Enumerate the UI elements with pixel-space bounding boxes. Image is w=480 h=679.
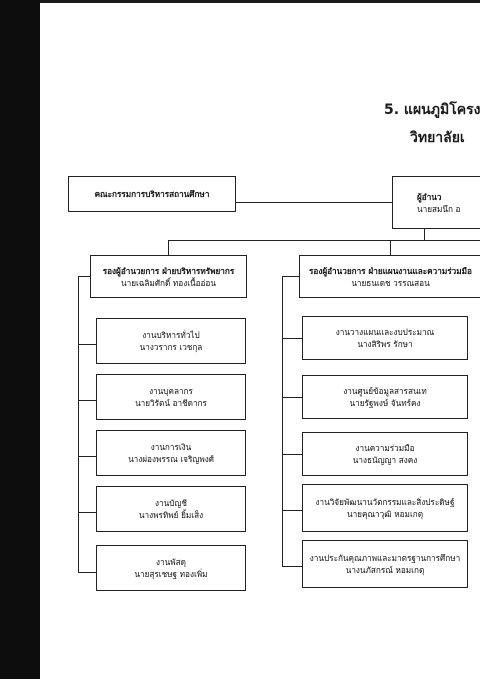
unit-task: งานบุคลากร bbox=[149, 386, 193, 396]
unit-task: งานวิจัยพัฒนานวัตกรรมและสิ่งประดิษฐ์ bbox=[315, 497, 455, 507]
resources-unit-1: งานบริหารทั่วไป นางวรากร เวชกุล bbox=[96, 318, 246, 364]
resources-unit-3: งานการเงิน นางผ่องพรรณ เจริญพงศ์ bbox=[96, 430, 246, 476]
planning-branch-1 bbox=[282, 338, 302, 339]
scan-left-border bbox=[0, 0, 40, 679]
unit-task: งานบริหารทั่วไป bbox=[142, 330, 200, 340]
resources-spine bbox=[78, 276, 79, 573]
planning-branch-3 bbox=[282, 454, 302, 455]
resources-unit-5: งานพัสดุ นายสุรเชษฐ ทองเพิ่ม bbox=[96, 545, 246, 591]
resources-branch-4 bbox=[78, 512, 96, 513]
unit-staff-name: นางผ่องพรรณ เจริญพงศ์ bbox=[128, 454, 214, 464]
resources-branch-1 bbox=[78, 344, 96, 345]
planning-unit-3: งานความร่วมมือ นางธนัญญา สงคง bbox=[302, 432, 468, 476]
resources-unit-2: งานบุคลากร นายวิรัตน์ อาชีดากร bbox=[96, 374, 246, 420]
scan-top-border bbox=[40, 0, 480, 3]
unit-staff-name: นางนภัสกรณ์ หอมเกตุ bbox=[345, 565, 425, 575]
resources-deputy-drop bbox=[168, 240, 169, 255]
resources-spine-top bbox=[78, 276, 90, 277]
unit-staff-name: นางธนัญญา สงคง bbox=[352, 455, 418, 465]
resources-deputy-name: นายเฉลิมศักดิ์ ทองเนื้ออ่อน bbox=[121, 277, 216, 288]
board-director-connector bbox=[236, 202, 392, 203]
director-title: ผู้อำนว bbox=[417, 191, 442, 202]
unit-task: งานประกันคุณภาพและมาตรฐานการศึกษา bbox=[309, 553, 461, 563]
unit-staff-name: นางสิริพร รักษา bbox=[357, 339, 413, 349]
planning-deputy-box: รองผู้อำนวยการ ฝ่ายแผนงานและความร่วมมือ … bbox=[299, 255, 480, 298]
resources-unit-4: งานบัญชี นางพรทิพย์ ยิ้มเส็ง bbox=[96, 486, 246, 532]
planning-spine bbox=[282, 276, 283, 566]
unit-task: งานความร่วมมือ bbox=[355, 443, 415, 453]
unit-task: งานพัสดุ bbox=[156, 557, 186, 567]
unit-staff-name: นางวรากร เวชกุล bbox=[139, 342, 203, 352]
unit-staff-name: นายรัฐพงษ์ จันทร์คง bbox=[349, 398, 421, 408]
resources-deputy-box: รองผู้อำนวยการ ฝ่ายบริหารทรัพยากร นายเฉล… bbox=[90, 255, 247, 298]
director-down-connector bbox=[424, 229, 425, 241]
planning-unit-2: งานศูนย์ข้อมูลสารสนเท นายรัฐพงษ์ จันทร์ค… bbox=[302, 375, 468, 419]
planning-branch-4 bbox=[282, 510, 302, 511]
director-name: นายสมนึก อ bbox=[417, 203, 461, 214]
unit-task: งานการเงิน bbox=[150, 442, 192, 452]
resources-branch-3 bbox=[78, 456, 96, 457]
unit-task: งานวางแผนและงบประมาณ bbox=[335, 327, 435, 337]
unit-staff-name: นายคุณาวุฒิ หอมเกตุ bbox=[346, 509, 424, 519]
chart-title-line2: วิทยาลัยเ bbox=[410, 130, 465, 146]
planning-spine-top bbox=[282, 276, 299, 277]
resources-deputy-title: รองผู้อำนวยการ ฝ่ายบริหารทรัพยากร bbox=[102, 265, 235, 276]
board-box: คณะกรรมการบริหารสถานศึกษา bbox=[68, 176, 236, 212]
planning-deputy-drop bbox=[390, 240, 391, 255]
deputy-bus-line bbox=[168, 240, 480, 241]
board-label: คณะกรรมการบริหารสถานศึกษา bbox=[94, 189, 210, 199]
planning-unit-1: งานวางแผนและงบประมาณ นางสิริพร รักษา bbox=[302, 316, 468, 360]
resources-branch-5 bbox=[78, 572, 96, 573]
planning-branch-5 bbox=[282, 566, 302, 567]
planning-unit-4: งานวิจัยพัฒนานวัตกรรมและสิ่งประดิษฐ์ นาย… bbox=[302, 484, 468, 532]
planning-unit-5: งานประกันคุณภาพและมาตรฐานการศึกษา นางนภั… bbox=[302, 540, 468, 588]
planning-deputy-title: รองผู้อำนวยการ ฝ่ายแผนงานและความร่วมมือ bbox=[309, 265, 472, 276]
unit-staff-name: นายวิรัตน์ อาชีดากร bbox=[135, 398, 207, 408]
director-box: ผู้อำนว นายสมนึก อ bbox=[392, 176, 480, 229]
chart-title-line1: 5. แผนภูมิโครง bbox=[384, 102, 480, 118]
planning-branch-2 bbox=[282, 397, 302, 398]
unit-task: งานศูนย์ข้อมูลสารสนเท bbox=[343, 386, 427, 396]
resources-branch-2 bbox=[78, 400, 96, 401]
unit-staff-name: นางพรทิพย์ ยิ้มเส็ง bbox=[138, 510, 204, 520]
planning-deputy-name: นายธนเดช วรรณสอน bbox=[351, 277, 430, 288]
unit-staff-name: นายสุรเชษฐ ทองเพิ่ม bbox=[134, 569, 208, 579]
unit-task: งานบัญชี bbox=[155, 498, 187, 508]
